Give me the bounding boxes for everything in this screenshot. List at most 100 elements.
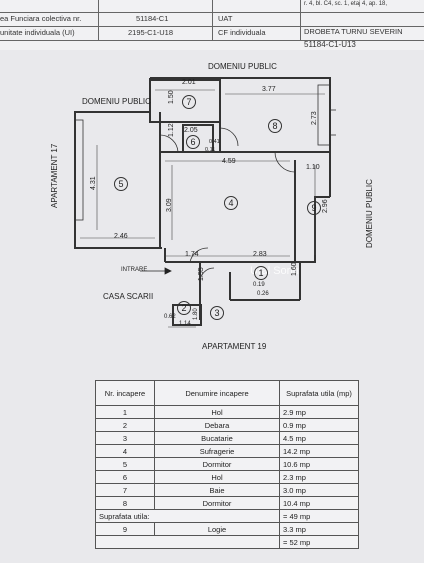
divider (212, 0, 213, 40)
cell-subtotal: = 49 mp (279, 509, 359, 523)
cell-area: 10.6 mp (279, 457, 359, 471)
door (199, 267, 215, 283)
table-header: Nr. incapere (95, 380, 155, 406)
room-number: 3 (210, 306, 224, 320)
dimension: 4.31 (90, 176, 97, 190)
cell-nr: 5 (95, 457, 155, 471)
dimension: 1.80 (193, 308, 199, 320)
table-row-total: = 52 mp (95, 535, 359, 549)
wall (150, 77, 331, 197)
cell-area: 14.2 mp (279, 444, 359, 458)
area-table: Nr. incapere Denumire incapere Suprafata… (95, 380, 359, 549)
cell-area: 4.5 mp (279, 431, 359, 445)
dimension: 2.05 (184, 127, 198, 134)
cell-name: Hol (154, 405, 280, 419)
cell-nr: 2 (95, 418, 155, 432)
dimension: 1.60 (291, 262, 298, 276)
header-city: DROBETA TURNU SEVERIN (304, 27, 403, 36)
dimension: 2.01 (182, 79, 196, 86)
dimension: 1.12 (168, 123, 175, 137)
wall (182, 124, 214, 153)
table-row-subtotal: Suprafata utila:= 49 mp (95, 509, 359, 523)
label-apartament-bottom: APARTAMENT 19 (202, 342, 267, 351)
cell-name: Dormitor (154, 496, 280, 510)
label-domeniu-left: DOMENIU PUBLIC (82, 97, 151, 106)
dimension: 1.10 (306, 164, 320, 171)
table-header: Suprafata utila (mp) (279, 380, 359, 406)
cell-nr: 3 (95, 431, 155, 445)
room-number: 8 (268, 119, 282, 133)
cell-name: Bucatarie (154, 431, 280, 445)
dimension: 0.26 (257, 291, 269, 297)
label-casa-scarii: CASA SCARII (103, 292, 154, 301)
window (317, 84, 331, 146)
header-value: 2195-C1-U18 (128, 28, 174, 37)
door (189, 247, 209, 263)
divider (300, 0, 301, 40)
door (159, 134, 179, 153)
dimension: 1.74 (185, 251, 199, 258)
cell-name: Hol (154, 470, 280, 484)
dimension: 3.77 (262, 86, 276, 93)
dimension: 0.41 (209, 139, 220, 145)
cell-area: 2.3 mp (279, 470, 359, 484)
dimension: 3.09 (166, 198, 173, 212)
cell-nr: 1 (95, 405, 155, 419)
header-table: ea Funciara colectiva nr. 51184-C1 UAT r… (0, 0, 424, 50)
cell-area: 2.9 mp (279, 405, 359, 419)
cell-area: 10.4 mp (279, 496, 359, 510)
cell-suprafata-label: Suprafata utila: (95, 509, 280, 523)
header-address: r. 4, bl. C4, sc. 1, etaj 4, ap. 18, (304, 1, 388, 7)
door (274, 151, 296, 173)
room-number: 5 (114, 177, 128, 191)
door (219, 127, 239, 147)
room-number: 4 (224, 196, 238, 210)
cell-nr: 4 (95, 444, 155, 458)
cell-nr: 9 (95, 522, 155, 536)
header-label: unitate individuala (UI) (0, 28, 75, 37)
label-domeniu-right: DOMENIU PUBLIC (365, 179, 374, 248)
cell-nr: 6 (95, 470, 155, 484)
cell-empty (95, 535, 280, 549)
dimension: 2.73 (311, 111, 318, 125)
cell-name: Sufragerie (154, 444, 280, 458)
header-label: CF individuala (218, 28, 266, 37)
dimension: 4.59 (222, 158, 236, 165)
table-header-row: Nr. incapere Denumire incapere Suprafata… (95, 380, 359, 406)
dimension: 0.62 (164, 314, 176, 320)
room-number: 2 (177, 301, 191, 315)
cell-name: Debara (154, 418, 280, 432)
table-header: Denumire incapere (154, 380, 280, 406)
room-number: 7 (182, 95, 196, 109)
cell-name: Logie (154, 522, 280, 536)
cell-area: 0.9 mp (279, 418, 359, 432)
label-intrare: INTRARE (121, 267, 148, 273)
header-value: 51184-C1 (136, 14, 169, 23)
cell-name: Baie (154, 483, 280, 497)
room-number: 6 (186, 135, 200, 149)
window (74, 119, 84, 221)
dimension: 1.55 (198, 267, 205, 281)
cell-total: = 52 mp (279, 535, 359, 549)
dimension: 0.11 (205, 147, 216, 153)
dimension: 0.19 (253, 282, 265, 288)
dimension: 2.83 (253, 251, 267, 258)
header-label: ea Funciara colectiva nr. (0, 14, 82, 23)
divider (98, 0, 99, 40)
cell-nr: 7 (95, 483, 155, 497)
floor-plan (74, 77, 336, 328)
dimension: 1.14 (179, 321, 191, 327)
room-number: 9 (307, 201, 321, 215)
divider (0, 40, 424, 41)
cell-name: Dormitor (154, 457, 280, 471)
cell-nr: 8 (95, 496, 155, 510)
cell-area: 3.3 mp (279, 522, 359, 536)
label-domeniu-top: DOMENIU PUBLIC (208, 62, 277, 71)
